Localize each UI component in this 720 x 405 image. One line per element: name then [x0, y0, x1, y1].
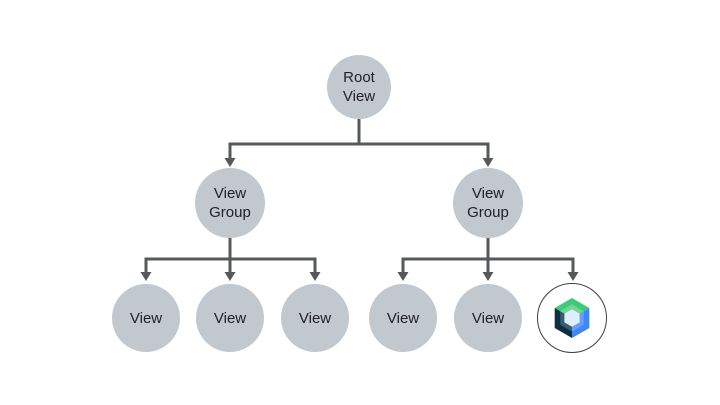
arrowhead-icon: [140, 272, 152, 281]
node-view-group-left: View Group: [195, 168, 265, 238]
node-view-leaf-2: View: [196, 284, 264, 352]
node-view-leaf-1: View: [112, 284, 180, 352]
arrowhead-icon: [482, 158, 494, 167]
arrowhead-icon: [482, 272, 494, 281]
node-view-leaf-5: View: [454, 284, 522, 352]
arrowhead-icon: [224, 272, 236, 281]
arrowhead-icon: [567, 272, 579, 281]
node-label: Root View: [342, 69, 376, 105]
node-view-leaf-4: View: [369, 284, 437, 352]
node-root-view: Root View: [327, 55, 391, 119]
arrowhead-icon: [224, 158, 236, 167]
jetpack-compose-icon: [554, 298, 590, 338]
node-label: View Group: [467, 185, 509, 221]
node-view-leaf-3: View: [281, 284, 349, 352]
node-label: View: [298, 309, 332, 327]
node-label: View: [471, 309, 505, 327]
arrowhead-icon: [397, 272, 409, 281]
node-label: View: [386, 309, 420, 327]
node-view-group-right: View Group: [453, 168, 523, 238]
node-label: View: [129, 309, 163, 327]
arrowhead-icon: [309, 272, 321, 281]
node-compose: [537, 283, 607, 353]
node-label: View Group: [209, 185, 251, 221]
node-label: View: [213, 309, 247, 327]
